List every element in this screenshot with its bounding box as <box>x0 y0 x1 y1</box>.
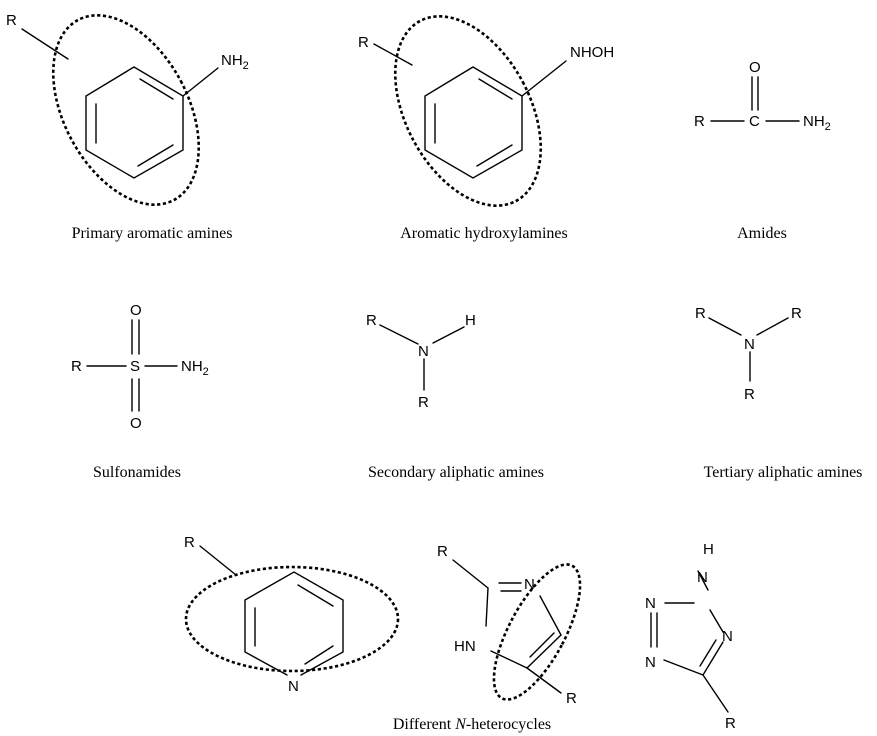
pyridine-ring <box>244 571 344 676</box>
r-label-bottom: R <box>744 386 755 403</box>
o-label: O <box>749 59 761 76</box>
n-label: N <box>418 343 429 360</box>
subscript-2: 2 <box>203 366 209 378</box>
n-label-left-lower: N <box>645 654 656 671</box>
bond-r-n <box>708 317 742 336</box>
r-label: R <box>358 34 369 51</box>
inner-double-bond <box>304 645 334 665</box>
caption-primary-aromatic-amines: Primary aromatic amines <box>72 225 233 242</box>
bond-to-nh2 <box>182 67 219 97</box>
r-label-bottom: R <box>418 394 429 411</box>
benzene-ring <box>85 66 184 179</box>
inner-double-bond <box>137 144 174 167</box>
r-substituent-bond <box>21 28 69 60</box>
o-label-top: O <box>130 302 142 319</box>
caption-prefix: Different <box>393 716 455 733</box>
structure-secondary-aliphatic-amine: R H N R Secondary aliphatic amines <box>366 312 544 481</box>
structure-tetrazole: H N N N N R <box>645 541 736 732</box>
nh2-label: NH2 <box>803 113 831 133</box>
r-label-top: R <box>366 312 377 329</box>
n-label-top: N <box>697 569 708 586</box>
atom-nh: NH <box>221 52 243 69</box>
highlight-ellipse <box>184 565 400 673</box>
r-substituent-bond <box>373 43 413 66</box>
bond-n-r <box>756 317 789 336</box>
bond-c5-c4 <box>526 634 562 669</box>
bond-c4-n3 <box>539 595 562 636</box>
caption-italic-n: N <box>454 716 467 733</box>
r-substituent-bond <box>199 545 237 576</box>
r-label-right: R <box>791 305 802 322</box>
inner-double-bond <box>476 144 513 167</box>
h-label: H <box>465 312 476 329</box>
subscript-2: 2 <box>243 60 249 72</box>
nh2-label: NH2 <box>181 358 209 378</box>
bond-n2-n1 <box>709 609 724 633</box>
highlight-ellipse <box>393 15 543 207</box>
r-label: R <box>6 12 17 29</box>
structure-imidazole: R N HN R <box>437 543 582 707</box>
r-label-left: R <box>695 305 706 322</box>
inner-double-bond <box>297 584 334 607</box>
caption-sulfonamides: Sulfonamides <box>93 464 181 481</box>
caption-aromatic-hydroxylamines: Aromatic hydroxylamines <box>400 225 568 242</box>
caption-different-n-heterocycles: Different N-heterocycles <box>393 716 551 733</box>
double-bond-c5-c4 <box>529 632 555 658</box>
hn-label: HN <box>454 638 476 655</box>
r-substituent-bond <box>702 674 729 713</box>
bond-r-n <box>379 324 419 345</box>
r-label-bottom: R <box>566 690 577 707</box>
bond-n2-h <box>697 570 709 591</box>
r-substituent-bond <box>526 667 562 694</box>
bond-c2-n1 <box>485 587 489 627</box>
highlight-ellipse <box>51 14 201 206</box>
r-label: R <box>694 113 705 130</box>
bond-c5-n4 <box>663 659 704 676</box>
bond-to-nhoh <box>521 60 567 97</box>
double-bond-n1-c5 <box>699 639 717 667</box>
nh2-label: NH2 <box>221 52 249 72</box>
subscript-2: 2 <box>825 121 831 133</box>
r-substituent-bond <box>452 559 489 589</box>
caption-amides: Amides <box>737 225 787 242</box>
structure-amide: R C O NH2 Amides <box>694 59 831 242</box>
atom-nh: NH <box>803 113 825 130</box>
h-label: H <box>703 541 714 558</box>
r-label: R <box>725 715 736 732</box>
structure-aromatic-hydroxylamine: R NHOH Aromatic hydroxylamines <box>358 15 614 242</box>
inner-double-bond <box>139 78 174 100</box>
s-label: S <box>130 358 140 375</box>
structure-sulfonamide: R S O O NH2 Sulfonamides <box>71 302 209 481</box>
n-label: N <box>744 336 755 353</box>
bond-n-h <box>432 326 465 344</box>
caption-tertiary-aliphatic-amines: Tertiary aliphatic amines <box>704 464 863 481</box>
bond-n1-c5 <box>490 650 528 669</box>
caption-suffix: -heterocycles <box>466 716 551 733</box>
structure-tertiary-aliphatic-amine: R R N R Tertiary aliphatic amines <box>695 305 862 481</box>
n-label-right: N <box>722 628 733 645</box>
n-label: N <box>288 678 299 695</box>
highlight-ellipse <box>492 563 582 701</box>
r-label-top: R <box>437 543 448 560</box>
benzene-ring <box>424 66 523 179</box>
inner-double-bond <box>478 78 513 100</box>
caption-secondary-aliphatic-amines: Secondary aliphatic amines <box>368 464 544 481</box>
r-label: R <box>184 534 195 551</box>
nhoh-label: NHOH <box>570 44 614 61</box>
atom-nh: NH <box>181 358 203 375</box>
o-label-bottom: O <box>130 415 142 432</box>
structure-primary-aromatic-amine: R NH2 Primary aromatic amines <box>6 12 249 242</box>
r-label: R <box>71 358 82 375</box>
c-label: C <box>749 113 760 130</box>
n-label: N <box>524 576 535 593</box>
n-label-left-upper: N <box>645 595 656 612</box>
bond-n1-c5 <box>702 641 724 676</box>
structure-pyridine: R N <box>184 534 400 695</box>
